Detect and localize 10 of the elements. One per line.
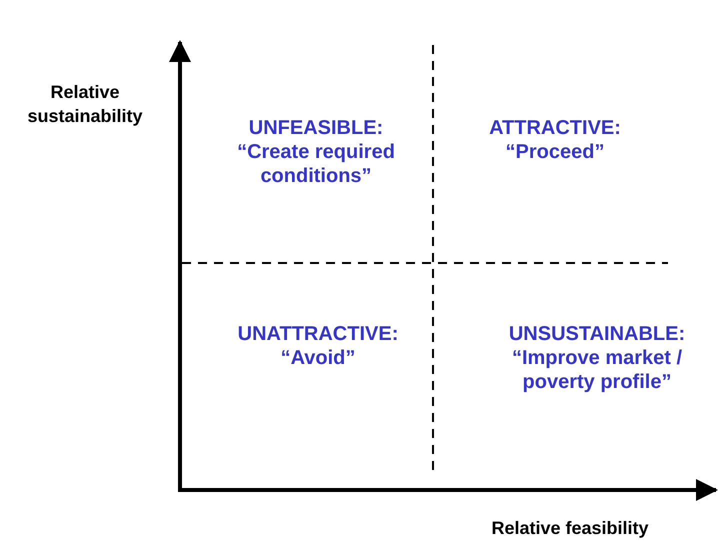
quadrant-heading: UNFEASIBLE: (248, 116, 384, 140)
quadrant-heading: UNSUSTAINABLE: (508, 322, 686, 346)
axis-title: Relative sustainability (26, 81, 144, 128)
quadrant-heading: UNATTRACTIVE: (236, 322, 400, 346)
quadrant-text: “Create required conditions” (236, 140, 396, 188)
axis-title: Relative feasibility (490, 517, 650, 540)
quadrant-text: “Proceed” (504, 140, 606, 164)
quadrant-heading: ATTRACTIVE: (488, 116, 622, 140)
quadrant-text: “Improve market / poverty profile” (510, 346, 684, 394)
quadrant-text: “Avoid” (280, 346, 356, 370)
